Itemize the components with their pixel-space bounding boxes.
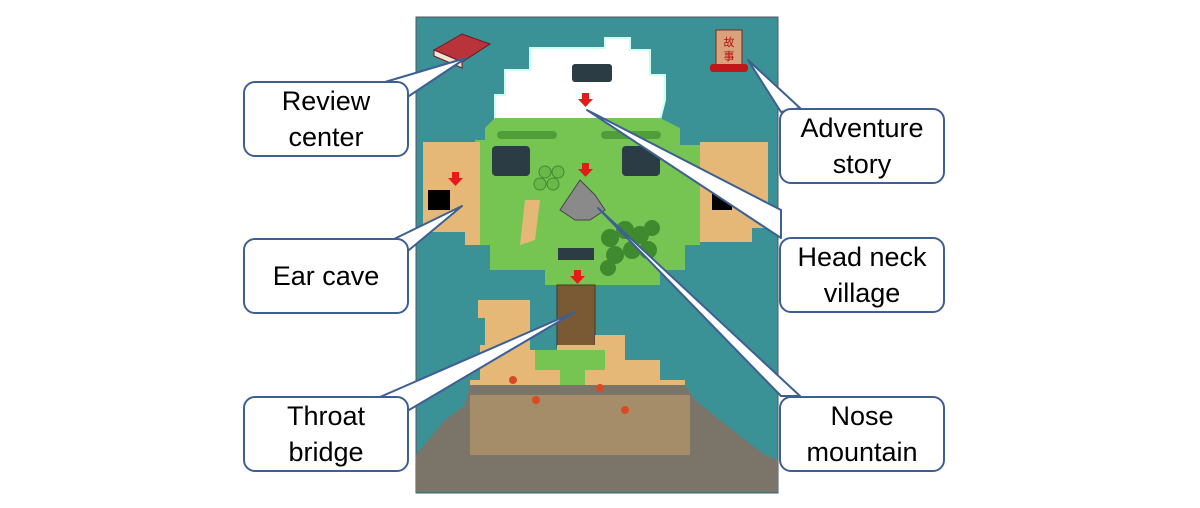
callout-nose-mountain: Nose mountain	[779, 396, 945, 472]
callout-text: Head neck	[797, 242, 927, 272]
callout-text: village	[823, 278, 901, 308]
callout-head-neck-village: Head neck village	[779, 237, 945, 313]
scroll-icon: 故 事	[710, 29, 748, 72]
callout-text: Review	[281, 86, 371, 116]
red-arrows	[448, 93, 593, 284]
callout-text: Nose	[830, 401, 894, 431]
callout-throat-bridge: Throat bridge	[243, 396, 409, 472]
book-icon	[432, 33, 492, 69]
left-cave-entrance	[428, 190, 450, 210]
callout-review-center: Review center	[243, 81, 409, 157]
callout-text: Ear cave	[272, 261, 380, 291]
pond-left	[492, 146, 530, 176]
throat-bridge	[556, 284, 596, 348]
village-pond	[572, 64, 612, 82]
callout-text: Adventure	[800, 113, 924, 143]
callout-text: bridge	[288, 437, 364, 467]
nose-mountain	[559, 179, 606, 221]
small-pond	[558, 248, 594, 260]
callout-adventure-story: Adventure story	[779, 108, 945, 184]
svg-text:事: 事	[724, 50, 735, 63]
pond-right	[622, 146, 660, 176]
callout-ear-cave: Ear cave	[243, 238, 409, 314]
callout-text: story	[832, 149, 892, 179]
callout-text: center	[288, 122, 364, 152]
callout-text: mountain	[806, 437, 918, 467]
callout-text: Throat	[286, 401, 366, 431]
svg-text:故: 故	[724, 35, 735, 49]
